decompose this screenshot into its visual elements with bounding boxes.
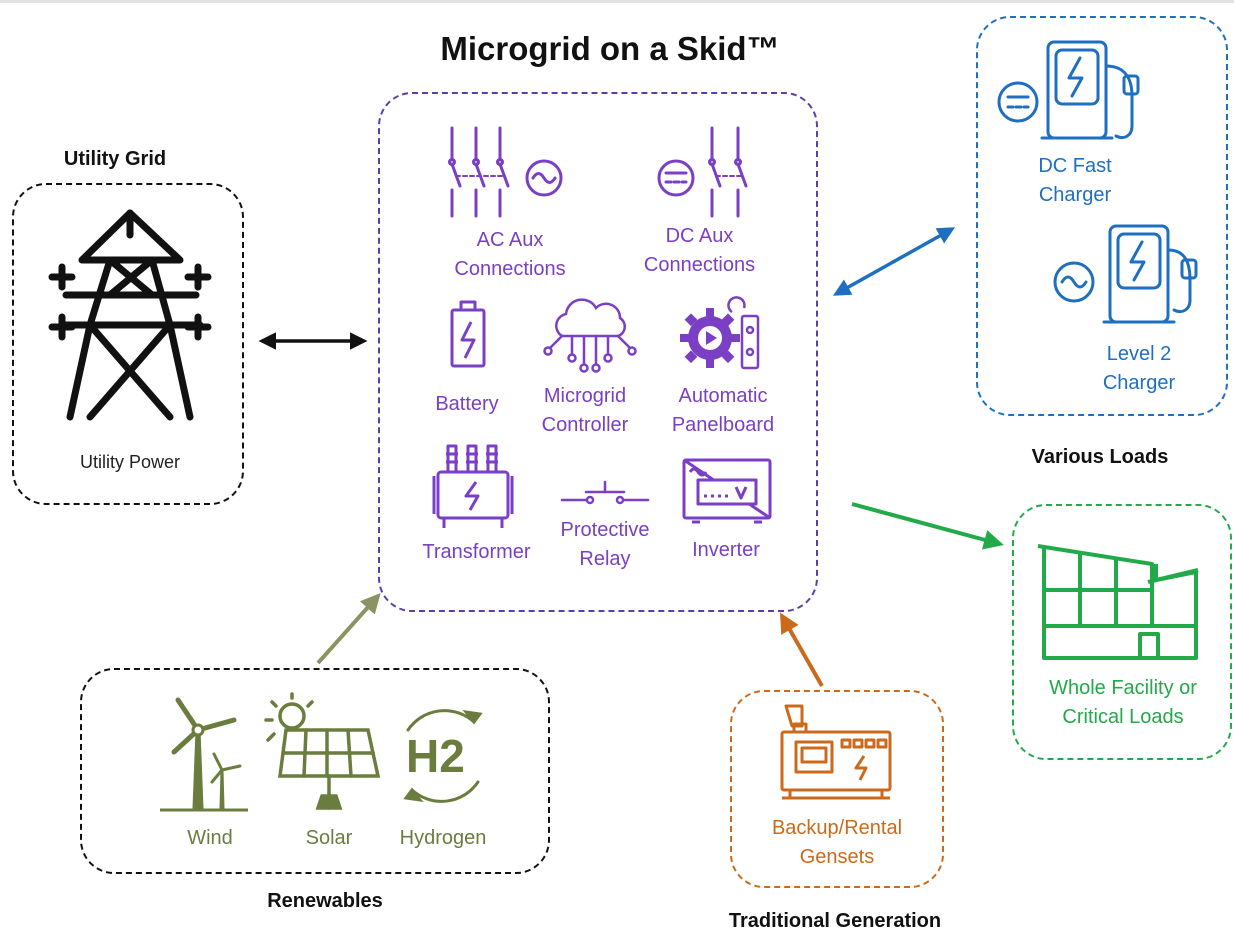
ac-switch-icon [448,126,563,218]
automatic-panelboard-label: Automatic Panelboard [671,385,775,436]
diagram-title: Microgrid on a Skid™ [440,30,780,67]
transmission-tower-icon [48,209,212,421]
skid-box [378,92,818,612]
renewables-heading: Renewables [267,890,383,912]
dc-switch-icon [657,126,748,218]
renewables-box [80,668,550,874]
relay-icon [560,480,650,505]
level2-charger-icon [1053,224,1198,324]
various-loads-box [976,16,1228,416]
microgrid-controller-label: Microgrid Controller [541,385,629,436]
genset-icon [780,704,892,800]
cloud-controller-icon [543,298,637,373]
solar-label: Solar [305,827,353,849]
transformer-label: Transformer [422,541,531,563]
facility-box [1012,504,1232,760]
facility-building-icon [1037,544,1199,660]
protective-relay-label: Protective Relay [560,519,650,570]
battery-label: Battery [435,393,499,415]
hydrogen-label: Hydrogen [399,827,487,849]
level2-charger-label: Level 2 Charger [1102,343,1176,394]
renewables-skid-arrow [316,593,381,665]
solar-panel-icon [264,692,381,810]
gensets-skid-arrow [780,612,824,687]
h2-symbol: H2 [406,730,465,782]
ac-aux-label: AC Aux Connections [454,229,566,280]
traditional-generation-heading: Traditional Generation [728,910,942,932]
gensets-box [730,690,944,888]
utility-grid-heading: Utility Grid [63,148,167,170]
inverter-label: Inverter [692,539,760,561]
panelboard-icon [680,296,760,370]
dc-charger-icon [997,40,1140,140]
various-loads-heading: Various Loads [1031,446,1169,468]
utility-grid-box [12,183,244,505]
gensets-label: Backup/Rental Gensets [771,817,903,868]
skid-facility-arrow [851,502,1004,550]
utility-power-label: Utility Power [79,452,181,472]
facility-label: Whole Facility or Critical Loads [1049,677,1197,728]
wind-label: Wind [187,827,233,849]
transformer-icon [432,444,514,528]
skid-loads-arrow [832,227,956,296]
dc-aux-label: DC Aux Connections [643,225,756,276]
hydrogen-icon: H2 [403,709,483,803]
battery-icon [450,300,486,368]
wind-turbine-icon [160,697,248,812]
top-border [0,0,1234,3]
dc-fast-charger-label: DC Fast Charger [1038,155,1112,206]
inverter-icon [682,458,772,524]
